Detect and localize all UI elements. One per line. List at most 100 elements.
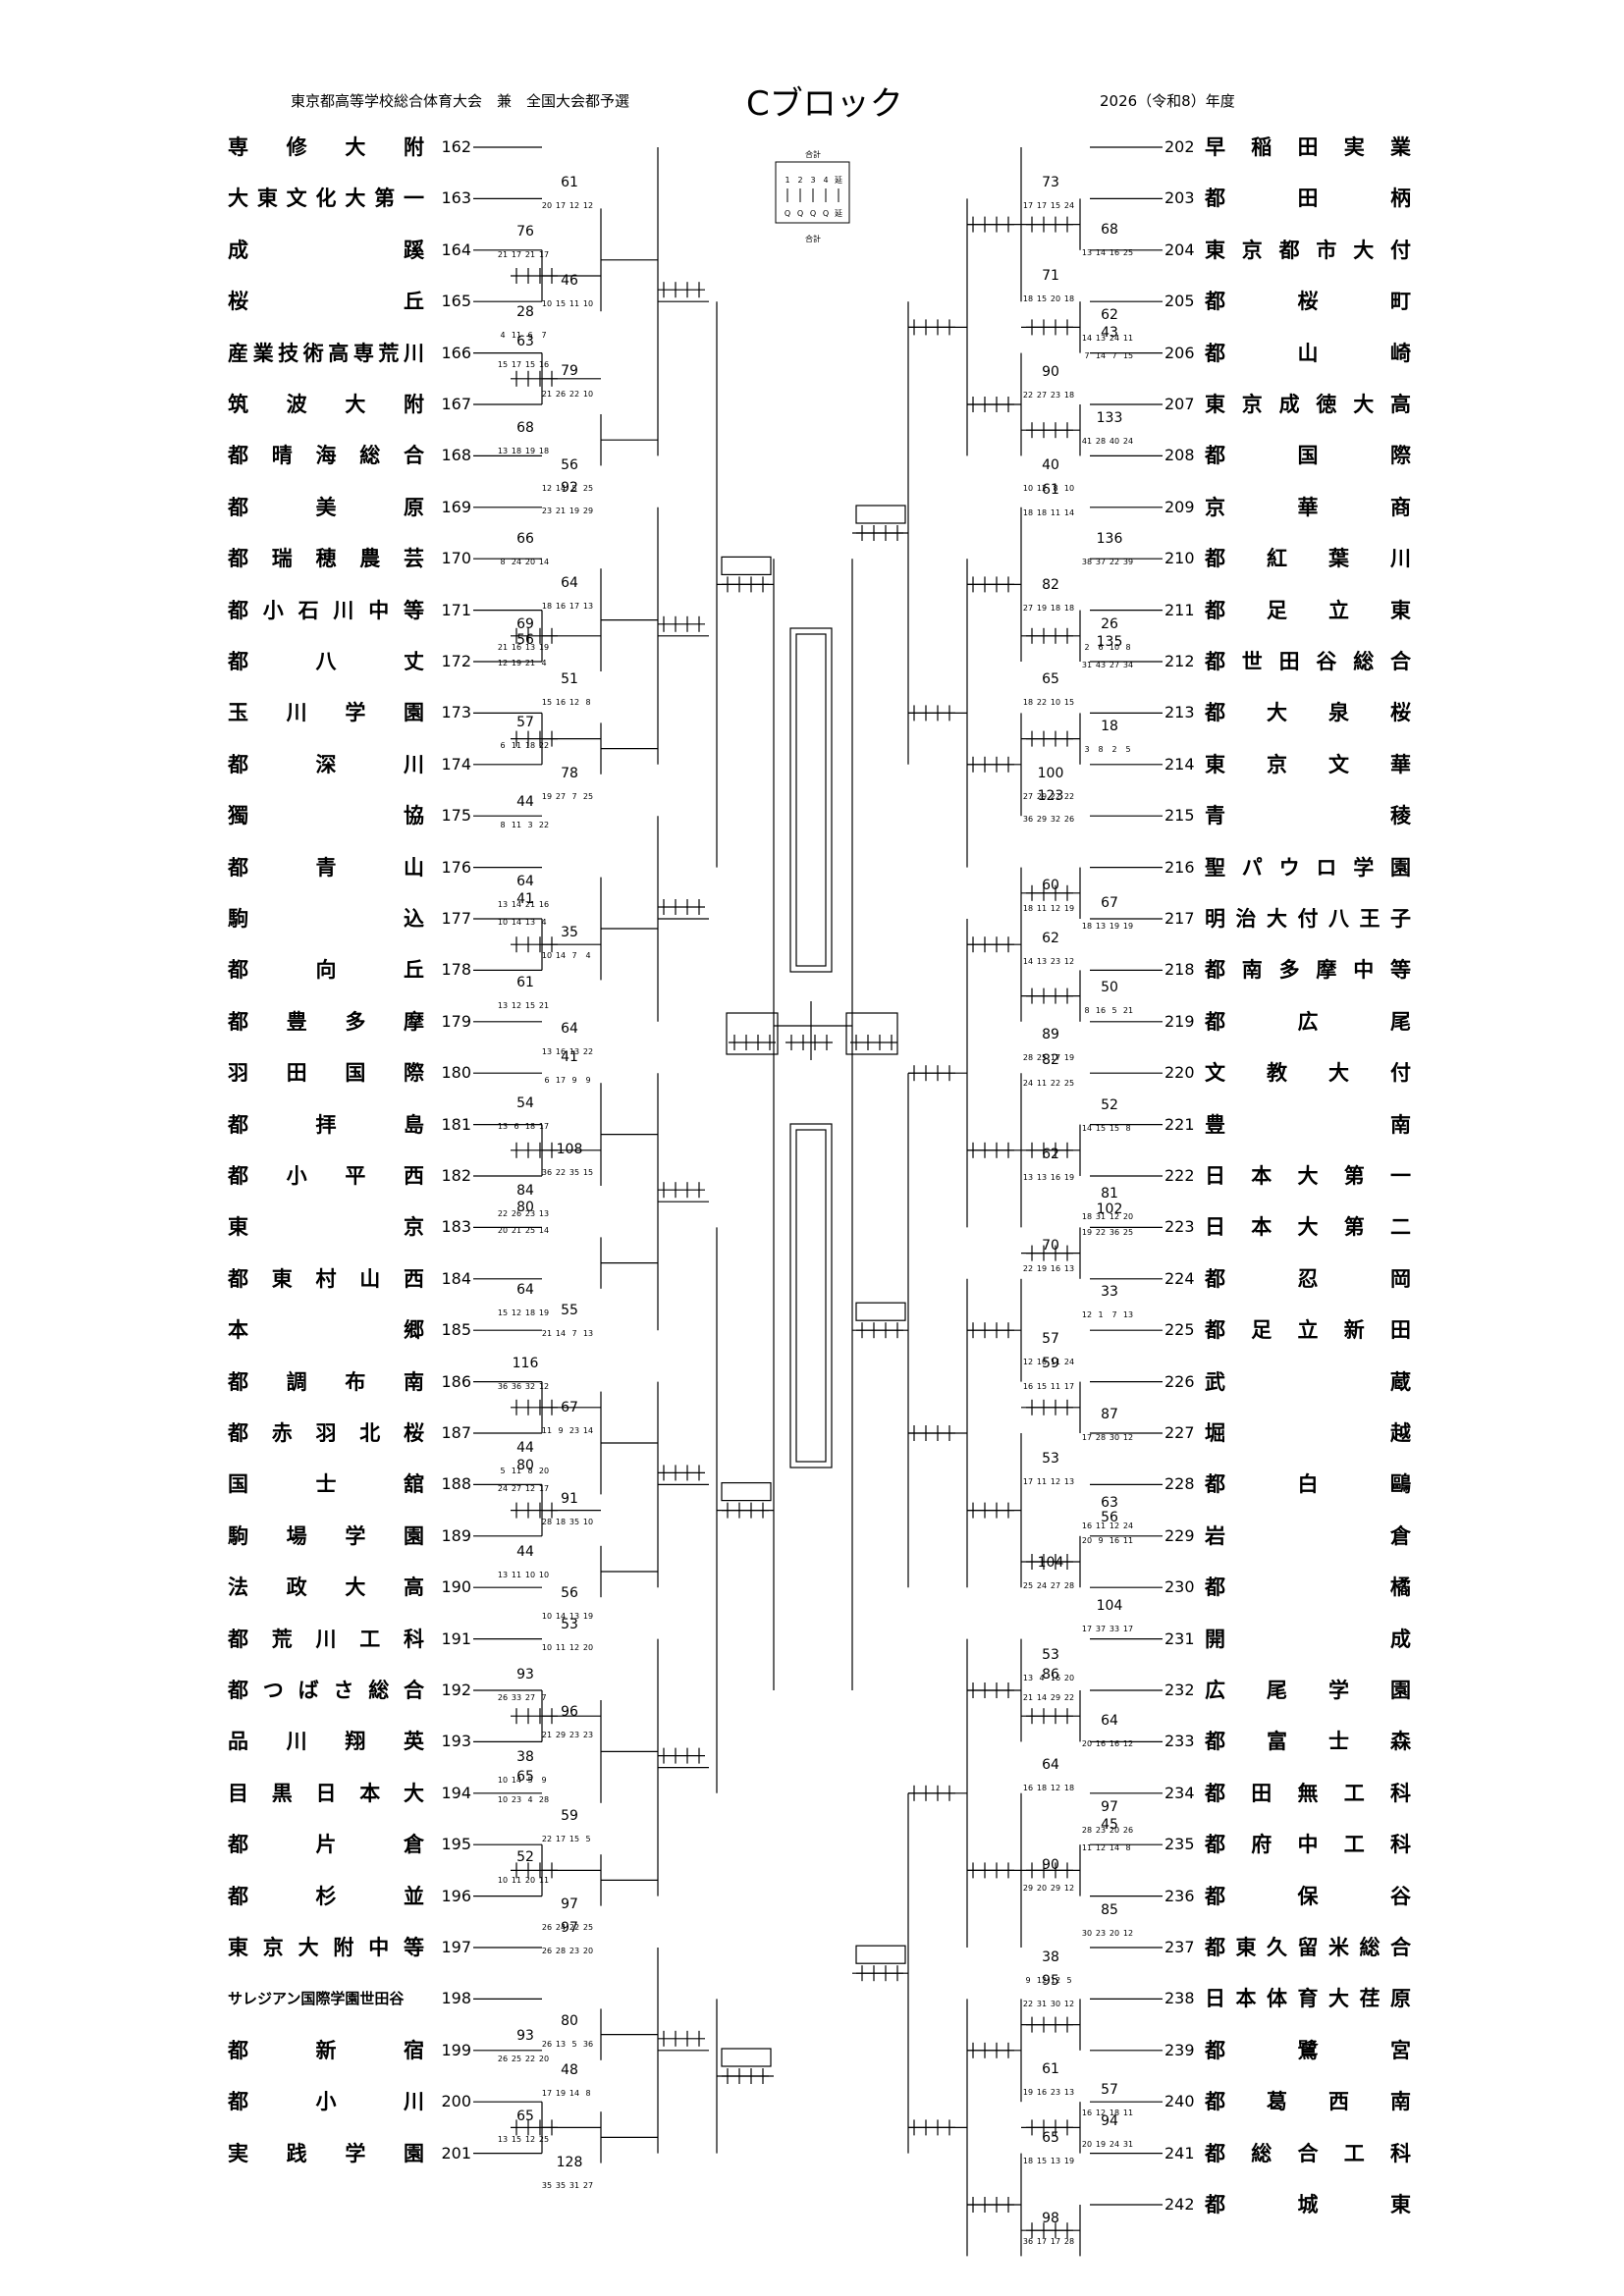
quarter-scores-q2: 11 — [1096, 1522, 1106, 1530]
match-score: 123 — [1038, 788, 1064, 804]
legend-row: Q — [785, 209, 790, 218]
quarter-scores-q4: 19 — [539, 1308, 549, 1317]
quarter-scores-q3: 16 — [1051, 1264, 1060, 1273]
quarter-scores-q1: 3 — [1084, 745, 1089, 754]
quarter-scores-q3: 15 — [569, 1835, 579, 1843]
match-score: 53 — [561, 1617, 578, 1632]
quarter-scores-q4: 8 — [1125, 1124, 1130, 1133]
match-score: 59 — [1042, 1356, 1059, 1371]
match-score: 73 — [1042, 175, 1059, 190]
quarter-scores-q3: 20 — [1110, 1929, 1119, 1938]
quarter-scores-q2: 10 — [1037, 1358, 1047, 1366]
quarter-scores-q1: 24 — [498, 1484, 508, 1493]
quarter-scores-q2: 43 — [1096, 661, 1106, 669]
quarter-scores-q3: 5 — [571, 2040, 576, 2049]
legend-box — [775, 161, 850, 224]
team-name: 文教大付 — [1205, 1061, 1411, 1086]
r4-score-box — [721, 556, 772, 576]
quarter-scores-q4: 13 — [1064, 2088, 1074, 2097]
quarter-scores-q1: 18 — [1023, 508, 1033, 517]
team-number: 234 — [1164, 1783, 1195, 1802]
team-name: 都紅葉川 — [1205, 547, 1411, 571]
quarter-scores-q2: 19 — [512, 659, 521, 667]
quarter-scores-q3: 9 — [571, 1076, 576, 1085]
team-number: 194 — [441, 1783, 471, 1802]
quarter-scores-q2: 16 — [1096, 1006, 1106, 1015]
team-number: 192 — [441, 1681, 471, 1699]
team-number: 219 — [1164, 1011, 1195, 1031]
quarter-scores-q1: 15 — [542, 698, 552, 707]
team-name: 日本大第一 — [1205, 1164, 1411, 1188]
quarter-scores-q1: 10 — [542, 299, 552, 308]
quarter-scores-q2: 36 — [512, 1382, 521, 1391]
match-score: 50 — [1101, 980, 1118, 995]
team-number: 215 — [1164, 806, 1195, 826]
team-number: 195 — [441, 1835, 471, 1854]
quarter-scores-q2: 19 — [1096, 2140, 1106, 2149]
team-number: 222 — [1164, 1166, 1195, 1185]
quarter-scores-q3: 7 — [571, 792, 576, 801]
match-score: 64 — [1042, 1757, 1059, 1773]
team-name: 都白鷗 — [1205, 1472, 1411, 1497]
quarter-scores-q1: 17 — [1082, 1433, 1092, 1442]
quarter-scores-q3: 12 — [1110, 1212, 1119, 1221]
match-score: 90 — [1042, 1857, 1059, 1873]
team-name: 都深川 — [228, 752, 424, 776]
quarter-scores-q4: 13 — [1123, 1310, 1133, 1319]
team-number: 186 — [441, 1371, 471, 1391]
quarter-scores-q2: 4 — [1039, 1674, 1044, 1682]
quarter-scores-q3: 7 — [571, 951, 576, 960]
quarter-scores-q1: 10 — [498, 1795, 508, 1804]
team-name: 明治大付八王子 — [1205, 907, 1411, 931]
quarter-scores-q3: 22 — [1110, 558, 1119, 566]
legend-row: Q — [810, 209, 816, 218]
quarter-scores-q1: 18 — [542, 602, 552, 611]
team-name: 早稲田実業 — [1205, 135, 1411, 159]
quarter-scores-q3: 20 — [1051, 294, 1060, 303]
quarter-scores-q2: 6 — [1098, 643, 1103, 652]
quarter-scores-q4: 12 — [1064, 1884, 1074, 1893]
team-name: 都忍岡 — [1205, 1266, 1411, 1291]
quarter-scores-q4: 25 — [1123, 1228, 1133, 1237]
quarter-scores-q2: 16 — [1037, 2088, 1047, 2097]
quarter-scores-q4: 19 — [1123, 922, 1133, 931]
quarter-scores-q2: 12 — [512, 1308, 521, 1317]
team-number: 223 — [1164, 1217, 1195, 1237]
team-name: 武蔵 — [1205, 1369, 1411, 1394]
team-number: 227 — [1164, 1423, 1195, 1442]
quarter-scores-q4: 10 — [583, 299, 593, 308]
quarter-scores-q2: 19 — [1037, 1264, 1047, 1273]
quarter-scores-q4: 18 — [1064, 294, 1074, 303]
quarter-scores-q4: 16 — [539, 900, 549, 909]
quarter-scores-q3: 19 — [569, 507, 579, 515]
quarter-scores-q3: 23 — [569, 1731, 579, 1739]
quarter-scores-q1: 20 — [498, 1226, 508, 1235]
quarter-scores-q2: 13 — [1096, 334, 1106, 343]
match-score: 61 — [516, 975, 534, 990]
team-name: 羽田国際 — [228, 1061, 424, 1086]
team-number: 239 — [1164, 2040, 1195, 2059]
team-name: 聖パウロ学園 — [1205, 855, 1411, 880]
team-number: 228 — [1164, 1474, 1195, 1494]
quarter-scores-q1: 4 — [500, 331, 505, 340]
quarter-scores-q2: 24 — [512, 558, 521, 566]
quarter-scores-q3: 11 — [1051, 508, 1060, 517]
quarter-scores-q2: 14 — [512, 900, 521, 909]
team-number: 201 — [441, 2143, 471, 2163]
match-score: 60 — [1042, 878, 1059, 893]
quarter-scores-q1: 10 — [498, 1876, 508, 1885]
match-score: 41 — [561, 1049, 578, 1065]
team-number: 242 — [1164, 2195, 1195, 2214]
quarter-scores-q2: 11 — [512, 1571, 521, 1579]
quarter-scores-q4: 28 — [1064, 2237, 1074, 2246]
quarter-scores-q3: 17 — [569, 602, 579, 611]
match-score: 18 — [1101, 719, 1118, 734]
team-name: 京華商 — [1205, 495, 1411, 519]
quarter-scores-q3: 29 — [1051, 1693, 1060, 1702]
match-score: 65 — [516, 1769, 534, 1785]
r4-score-box — [855, 1945, 906, 1964]
team-name: 都大泉桜 — [1205, 701, 1411, 725]
quarter-scores-q3: 18 — [525, 741, 535, 750]
match-score: 82 — [1042, 577, 1059, 593]
quarter-scores-q1: 26 — [542, 1947, 552, 1955]
